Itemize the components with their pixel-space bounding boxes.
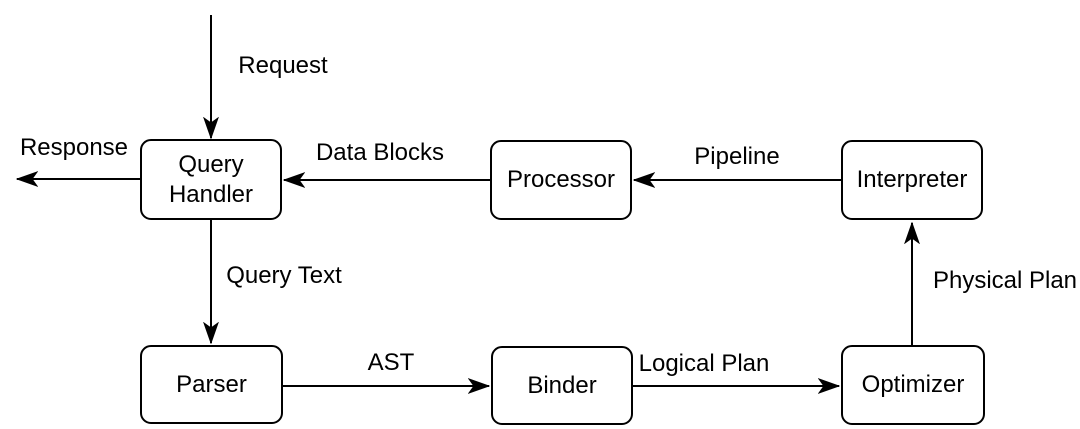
- node-processor-label: Processor: [506, 166, 616, 193]
- edge-label-physical-plan: Physical Plan: [932, 267, 1078, 294]
- edge-label-response: Response: [19, 134, 129, 161]
- node-binder: Binder: [491, 346, 633, 425]
- edge-label-request: Request: [238, 52, 328, 79]
- node-processor: Processor: [490, 140, 632, 220]
- edge-label-query-text: Query Text: [226, 262, 342, 289]
- node-interpreter: Interpreter: [841, 140, 983, 220]
- edge-label-ast: AST: [367, 349, 415, 376]
- node-query-handler-label: Query Handler: [168, 150, 254, 208]
- node-query-handler: Query Handler: [140, 139, 282, 220]
- edge-label-pipeline: Pipeline: [694, 143, 780, 170]
- edge-label-logical-plan: Logical Plan: [638, 350, 770, 377]
- node-optimizer-label: Optimizer: [861, 371, 965, 398]
- node-parser-label: Parser: [176, 370, 247, 398]
- node-parser: Parser: [140, 345, 283, 424]
- node-binder-label: Binder: [527, 371, 597, 399]
- node-interpreter-label: Interpreter: [856, 166, 968, 193]
- edge-label-data-blocks: Data Blocks: [315, 139, 445, 166]
- node-optimizer: Optimizer: [841, 345, 985, 425]
